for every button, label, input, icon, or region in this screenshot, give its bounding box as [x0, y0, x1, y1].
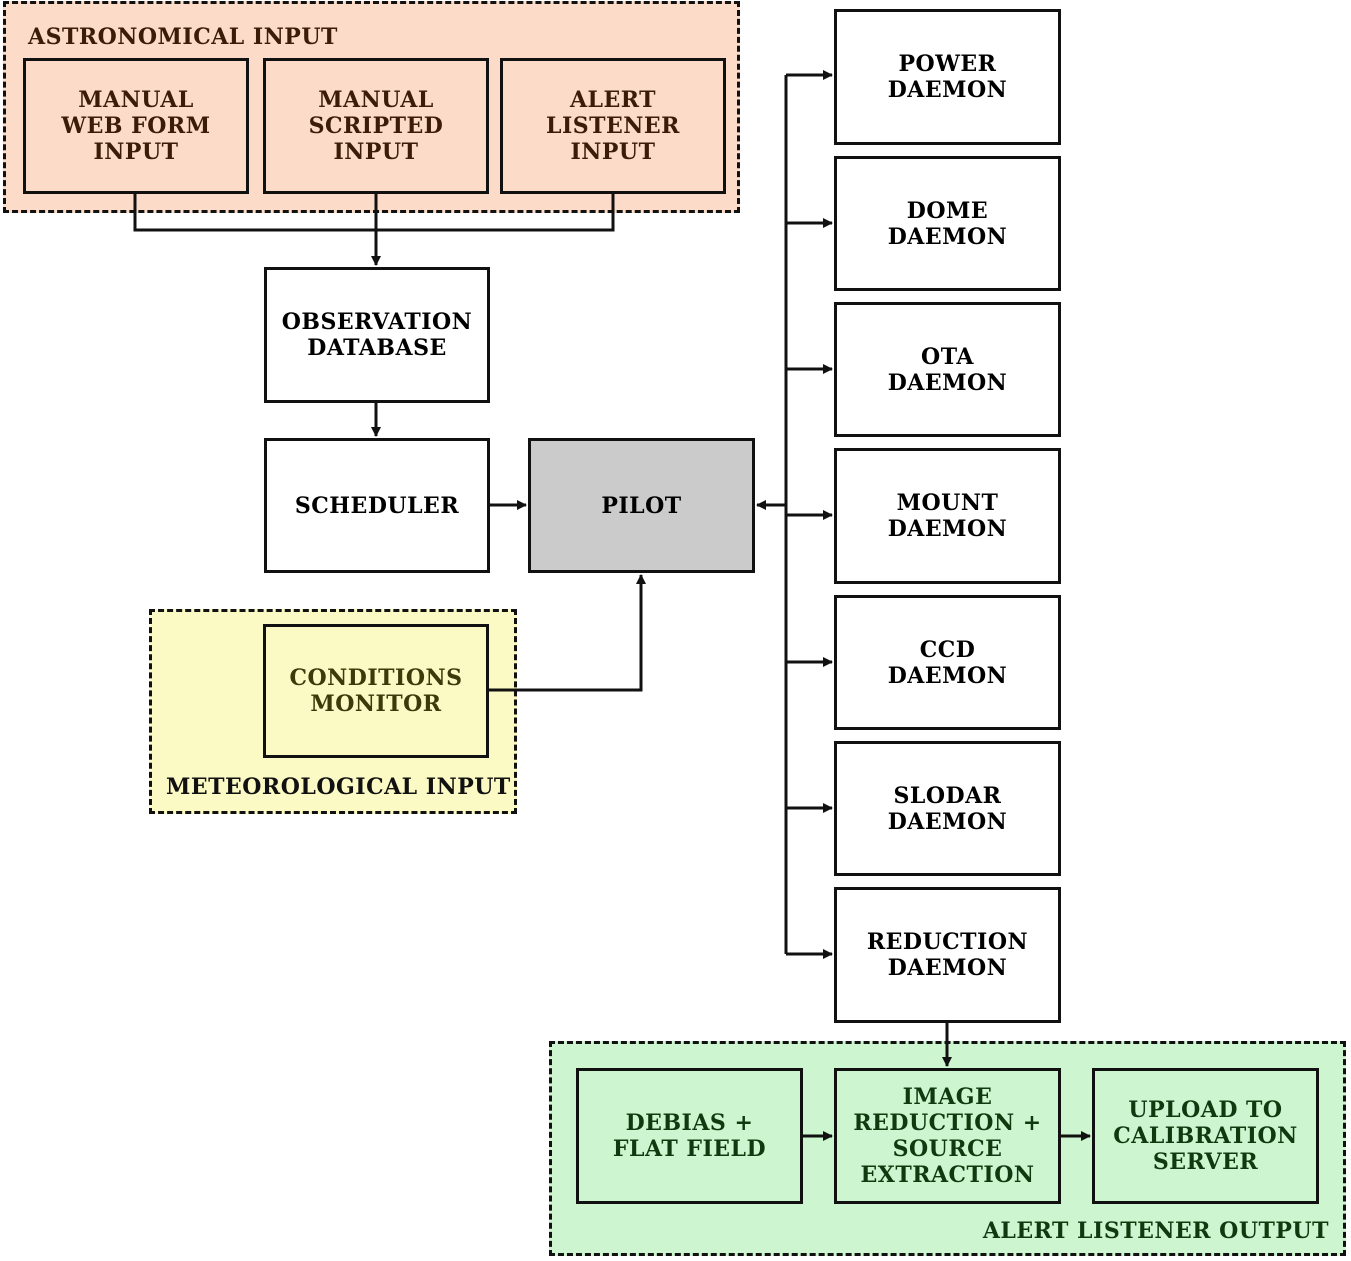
observation-database-label: OBSERVATION DATABASE [281, 309, 473, 361]
debias-flat-field-label: DEBIAS + FLAT FIELD [612, 1110, 767, 1162]
ota-daemon-label: OTA DAEMON [887, 343, 1008, 396]
conditions-to-pilot-arrow [489, 574, 646, 692]
manual-web-form-input-label: MANUAL WEB FORM INPUT [61, 87, 211, 165]
observation-database-box: OBSERVATION DATABASE [264, 267, 490, 403]
alert-listener-input-box: ALERT LISTENER INPUT [500, 58, 726, 194]
meteorological-input-label: METEOROLOGICAL INPUT [166, 774, 511, 800]
pilot-label: PILOT [601, 492, 682, 519]
conditions-monitor-label: CONDITIONS MONITOR [289, 665, 463, 717]
alert-listener-output-label: ALERT LISTENER OUTPUT [982, 1218, 1329, 1244]
debias-flat-field-box: DEBIAS + FLAT FIELD [576, 1068, 803, 1204]
mount-daemon-label: MOUNT DAEMON [887, 490, 1008, 542]
astronomical-input-label: ASTRONOMICAL INPUT [28, 24, 338, 50]
manual-scripted-input-box: MANUAL SCRIPTED INPUT [263, 58, 489, 194]
upload-calibration-box: UPLOAD TO CALIBRATION SERVER [1092, 1068, 1319, 1204]
manual-web-form-input-box: MANUAL WEB FORM INPUT [23, 58, 249, 194]
pilot-box: PILOT [528, 438, 755, 573]
upload-calibration-label: UPLOAD TO CALIBRATION SERVER [1113, 1097, 1298, 1175]
scheduler-box: SCHEDULER [264, 438, 490, 573]
manual-scripted-input-label: MANUAL SCRIPTED INPUT [308, 87, 444, 165]
alert-listener-connector [376, 194, 615, 232]
dome-daemon-box: DOME DAEMON [834, 156, 1061, 291]
ccd-daemon-label: CCD DAEMON [887, 636, 1008, 689]
slodar-daemon-box: SLODAR DAEMON [834, 741, 1061, 876]
conditions-monitor-box: CONDITIONS MONITOR [263, 624, 489, 758]
mount-daemon-box: MOUNT DAEMON [834, 448, 1061, 584]
scheduler-label: SCHEDULER [294, 492, 460, 519]
alert-listener-input-label: ALERT LISTENER INPUT [546, 87, 680, 165]
ccd-daemon-box: CCD DAEMON [834, 595, 1061, 730]
reduction-daemon-box: REDUCTION DAEMON [834, 887, 1061, 1023]
slodar-daemon-label: SLODAR DAEMON [887, 782, 1008, 835]
power-daemon-box: POWER DAEMON [834, 9, 1061, 145]
dome-daemon-label: DOME DAEMON [887, 197, 1008, 250]
image-reduction-label: IMAGE REDUCTION + SOURCE EXTRACTION [853, 1084, 1042, 1188]
image-reduction-box: IMAGE REDUCTION + SOURCE EXTRACTION [834, 1068, 1061, 1204]
ota-daemon-box: OTA DAEMON [834, 302, 1061, 437]
power-daemon-label: POWER DAEMON [887, 51, 1008, 103]
reduction-daemon-label: REDUCTION DAEMON [866, 929, 1029, 981]
web-form-connector [133, 194, 376, 232]
